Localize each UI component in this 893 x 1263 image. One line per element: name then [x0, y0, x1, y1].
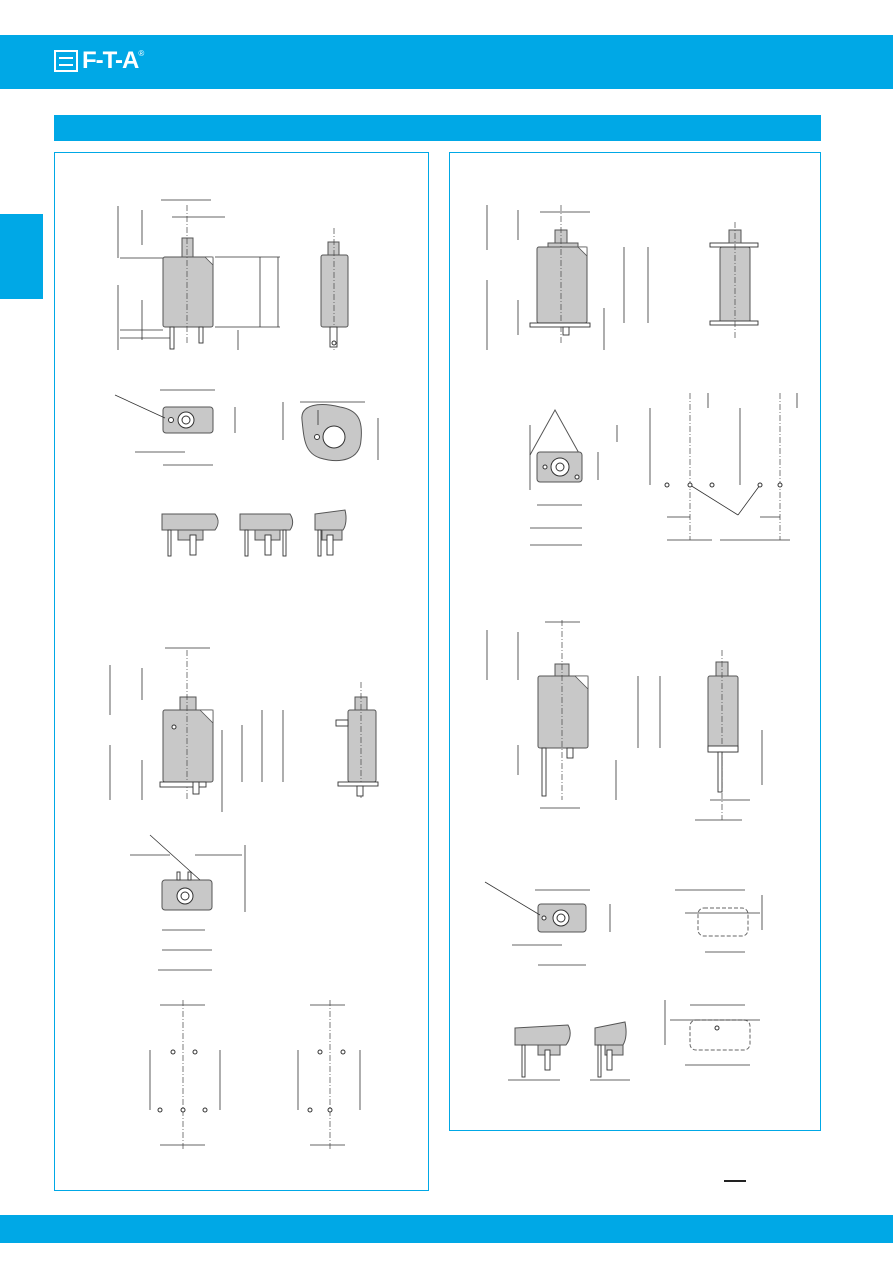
left-drawing-panel [54, 152, 429, 1191]
left-top-front-view [117, 199, 280, 350]
section-title-bar [54, 115, 821, 141]
left-terminal-variants [161, 509, 347, 557]
left-bottom-front-view [109, 647, 284, 812]
right-top-pcb-layouts [649, 393, 798, 541]
registered-mark: ® [138, 48, 145, 58]
side-index-tab [0, 214, 43, 299]
left-top-side-view [320, 228, 349, 350]
right-top-front-view [486, 205, 649, 350]
right-top-top-view [529, 408, 618, 546]
right-middle-footprints [484, 881, 763, 1066]
right-top-side-view [709, 222, 759, 340]
right-terminal-variants [508, 1021, 630, 1081]
right-middle-front-view [486, 620, 661, 809]
footer-bar [0, 1215, 893, 1243]
right-drawing-panel [449, 152, 821, 1131]
left-pcb-layouts [149, 1000, 361, 1150]
header-bar [0, 35, 893, 89]
logo-text: F-T-A [82, 47, 139, 74]
fta-logo-icon [54, 50, 78, 72]
left-bottom-top-view [130, 834, 246, 971]
page-number-rule [724, 1180, 746, 1182]
left-top-footprint [114, 389, 379, 466]
right-middle-side-view [695, 650, 763, 821]
brand-logo: F-T-A ® [54, 48, 144, 74]
left-bottom-side-view [335, 682, 379, 800]
